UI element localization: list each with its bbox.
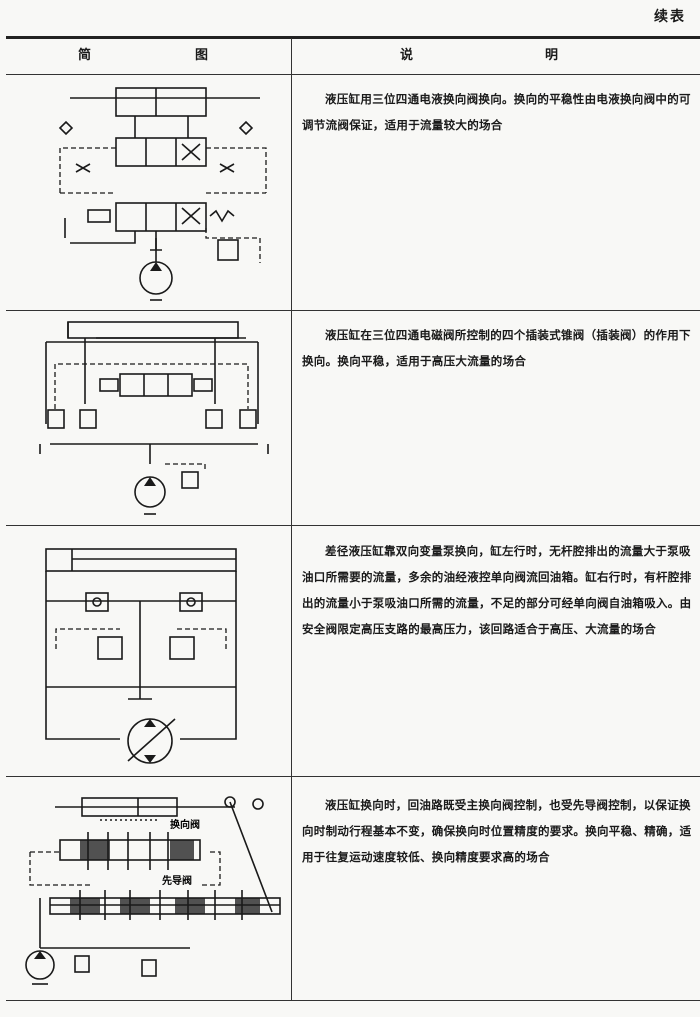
header-description-char-1: 说 [400,48,414,63]
row-1-description: 液压缸用三位四通电液换向阀换向。换向的平稳性由电液换向阀中的可调节流阀保证，适用… [302,92,691,132]
diagram-cartridge-valve-reversing [39,321,269,515]
pilot-valve-label: 先导阀 [162,874,192,887]
table-bottom-rule [6,1000,700,1001]
row-4-description: 液压缸换向时，回油路既受主换向阀控制，也受先导阀控制，以保证换向时制动行程基本不… [302,798,692,864]
row-divider [6,776,700,777]
diagram-pilot-valve-reversing: 换向阀 先导阀 [25,796,281,985]
row-2-description: 液压缸在三位四通电磁阀所控制的四个插装式锥阀（插装阀）的作用下换向。换向平稳，适… [302,328,691,368]
main-valve-label: 换向阀 [170,818,200,831]
row-3-description: 差径液压缸靠双向变量泵换向，缸左行时，无杆腔排出的流量大于泵吸油口所需要的流量，… [302,544,692,636]
row-divider [6,525,700,526]
diagram-electro-hydraulic-reversing [58,87,267,301]
header-rule [6,74,700,75]
row-divider [6,310,700,311]
continued-label: 续表 [654,9,686,25]
diagram-variable-pump-differential-cylinder [45,548,237,764]
header-diagram-char-2: 图 [195,48,209,63]
header-diagram-char-1: 简 [78,48,92,63]
table-top-rule [6,36,700,39]
header-description-char-2: 明 [545,48,559,63]
column-divider [291,38,292,1000]
